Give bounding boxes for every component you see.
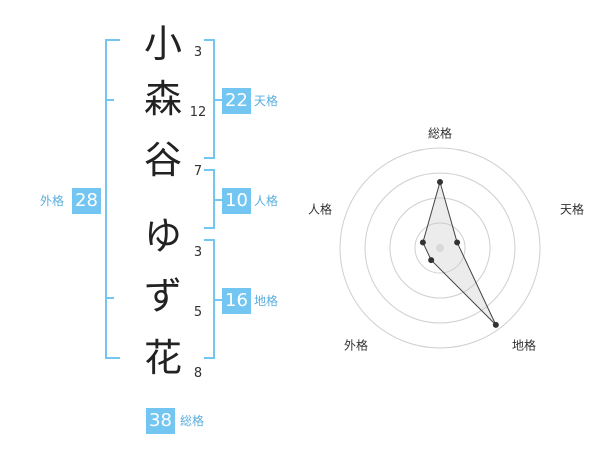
- gaikaku-value: 28: [72, 188, 101, 214]
- soukaku-value: 38: [146, 408, 175, 434]
- stroke-count-4: 3: [193, 245, 203, 260]
- radar-axis-label-2: 天格: [560, 202, 584, 217]
- name-char-4: ゆ: [143, 214, 182, 258]
- radar-axis-label-4: 外格: [344, 338, 368, 353]
- name-char-6: 花: [143, 336, 182, 380]
- radar-axis-label-3: 地格: [512, 338, 536, 353]
- radar-center: [436, 244, 444, 252]
- soukaku-label: 総格: [180, 414, 205, 428]
- stroke-count-3: 7: [193, 164, 203, 179]
- radar-polygon: [422, 180, 497, 326]
- jinkaku-value: 10: [222, 188, 251, 214]
- name-char-3: 谷: [143, 138, 182, 182]
- radar-point-3: [492, 321, 499, 328]
- name-char-5: ず: [143, 274, 182, 318]
- tenkaku-label: 天格: [254, 94, 279, 108]
- chikaku-label: 地格: [254, 294, 279, 308]
- name-char-2: 森: [143, 77, 182, 121]
- radar-point-2: [454, 239, 461, 246]
- radar-axis-label-5: 人格: [308, 202, 332, 217]
- radar-ring: [339, 147, 541, 349]
- stroke-count-5: 5: [193, 305, 203, 320]
- jinkaku-label: 人格: [254, 194, 279, 208]
- chikaku-value: 16: [222, 288, 251, 314]
- stroke-count-2: 12: [189, 105, 207, 120]
- radar-point-5: [419, 239, 426, 246]
- gaikaku-label: 外格: [40, 194, 65, 208]
- radar-point-1: [437, 179, 443, 185]
- radar-point-4: [428, 257, 435, 264]
- radar-ring: [389, 197, 491, 299]
- stroke-count-1: 3: [193, 45, 203, 60]
- gaikaku-bracket: [105, 39, 120, 359]
- radar-axis-label-1: 総格: [428, 126, 452, 141]
- radar-ring: [364, 172, 516, 324]
- name-char-1: 小: [143, 22, 182, 66]
- stroke-count-6: 8: [193, 366, 203, 381]
- tenkaku-value: 22: [222, 88, 251, 114]
- radar-ring: [414, 222, 466, 274]
